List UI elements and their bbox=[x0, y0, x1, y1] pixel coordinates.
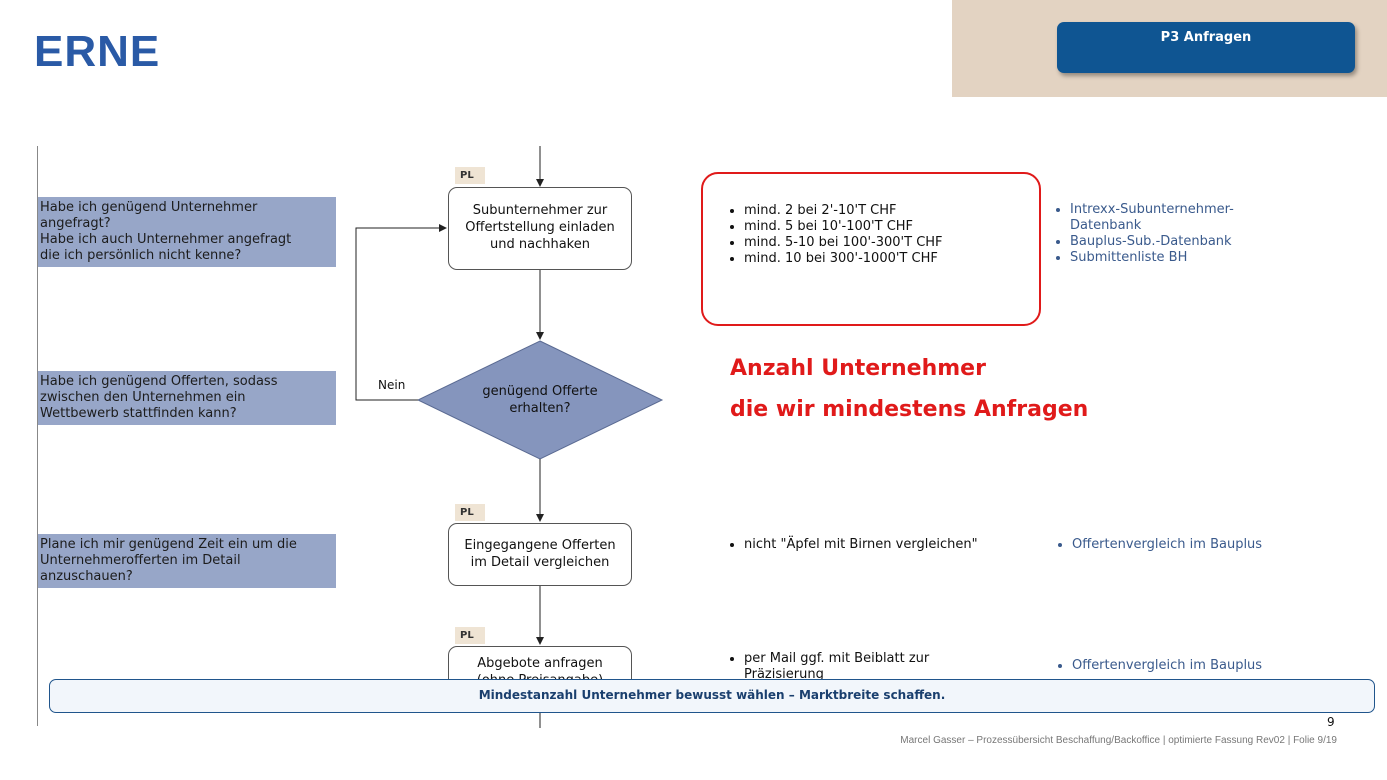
decision-label: genügend Offerte erhalten? bbox=[482, 384, 598, 416]
list-item: nicht "Äpfel mit Birnen vergleichen" bbox=[744, 537, 1044, 553]
rules-list: mind. 2 bei 2'-10'T CHF mind. 5 bei 10'-… bbox=[728, 203, 979, 267]
erne-logo: ERNE bbox=[34, 27, 161, 76]
question-3: Plane ich mir genügend Zeit ein um die U… bbox=[38, 534, 336, 588]
pl-tag-2: PL bbox=[455, 504, 485, 521]
list-item: mind. 5 bei 10'-100'T CHF bbox=[744, 219, 979, 235]
pl-tag-3: PL bbox=[455, 627, 485, 644]
list-item: mind. 5-10 bei 100'-300'T CHF bbox=[744, 235, 979, 251]
pl-tag-1: PL bbox=[455, 167, 485, 184]
list-item: per Mail ggf. mit Beiblatt zur Präzisier… bbox=[744, 651, 984, 679]
tools-list-1: Intrexx-Subunternehmer-Datenbank Bauplus… bbox=[1054, 202, 1290, 266]
highlight-line-1: Anzahl Unternehmer bbox=[730, 356, 986, 381]
list-item: Offertenvergleich im Bauplus bbox=[1072, 658, 1332, 674]
list-item: Submittenliste BH bbox=[1070, 250, 1290, 266]
section-title-box: P3 Anfragen bbox=[1057, 22, 1355, 73]
step-invite-subcontractors: Subunternehmer zur Offertstellung einlad… bbox=[448, 187, 632, 270]
list-item: Bauplus-Sub.-Datenbank bbox=[1070, 234, 1290, 250]
list-item: mind. 2 bei 2'-10'T CHF bbox=[744, 203, 979, 219]
tools-list-3: Offertenvergleich im Bauplus bbox=[1056, 658, 1332, 674]
section-title: P3 Anfragen bbox=[1160, 30, 1252, 45]
rules-highlight-box bbox=[701, 172, 1041, 326]
question-1: Habe ich genügend Unternehmer angefragt?… bbox=[38, 197, 336, 267]
tools-list-2: Offertenvergleich im Bauplus bbox=[1056, 537, 1332, 553]
decision-no-label: Nein bbox=[378, 378, 406, 392]
list-item: mind. 10 bei 300'-1000'T CHF bbox=[744, 251, 979, 267]
question-2: Habe ich genügend Offerten, sodass zwisc… bbox=[38, 371, 336, 425]
step-compare-offers: Eingegangene Offerten im Detail vergleic… bbox=[448, 523, 632, 586]
list-item: Intrexx-Subunternehmer-Datenbank bbox=[1070, 202, 1290, 234]
left-border-line bbox=[37, 146, 38, 726]
list-item: Offertenvergleich im Bauplus bbox=[1072, 537, 1332, 553]
notes-list-3: per Mail ggf. mit Beiblatt zur Präzisier… bbox=[728, 651, 984, 679]
highlight-line-2: die wir mindestens Anfragen bbox=[730, 397, 1089, 422]
page-number: 9 bbox=[1327, 715, 1335, 729]
summary-banner: Mindestanzahl Unternehmer bewusst wählen… bbox=[49, 679, 1375, 713]
notes-list-2: nicht "Äpfel mit Birnen vergleichen" bbox=[728, 537, 1044, 553]
footer-text: Marcel Gasser – Prozessübersicht Beschaf… bbox=[900, 735, 1337, 746]
